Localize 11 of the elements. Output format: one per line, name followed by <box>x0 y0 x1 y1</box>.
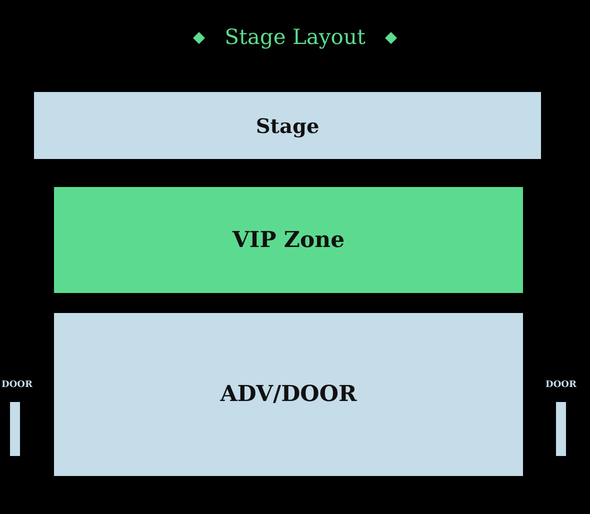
zone-label: ADV/DOOR <box>220 380 357 409</box>
zone-label: Stage <box>256 112 320 140</box>
zone-label: VIP Zone <box>232 226 345 254</box>
zone-box <box>54 187 523 293</box>
zone-box <box>54 313 523 476</box>
diagram-title: Stage Layout <box>224 24 366 51</box>
door-bar <box>556 402 566 456</box>
door-label: DOOR <box>0 379 34 392</box>
zone-box <box>34 92 541 159</box>
door-bar <box>10 402 20 456</box>
door-label: DOOR <box>544 379 578 392</box>
